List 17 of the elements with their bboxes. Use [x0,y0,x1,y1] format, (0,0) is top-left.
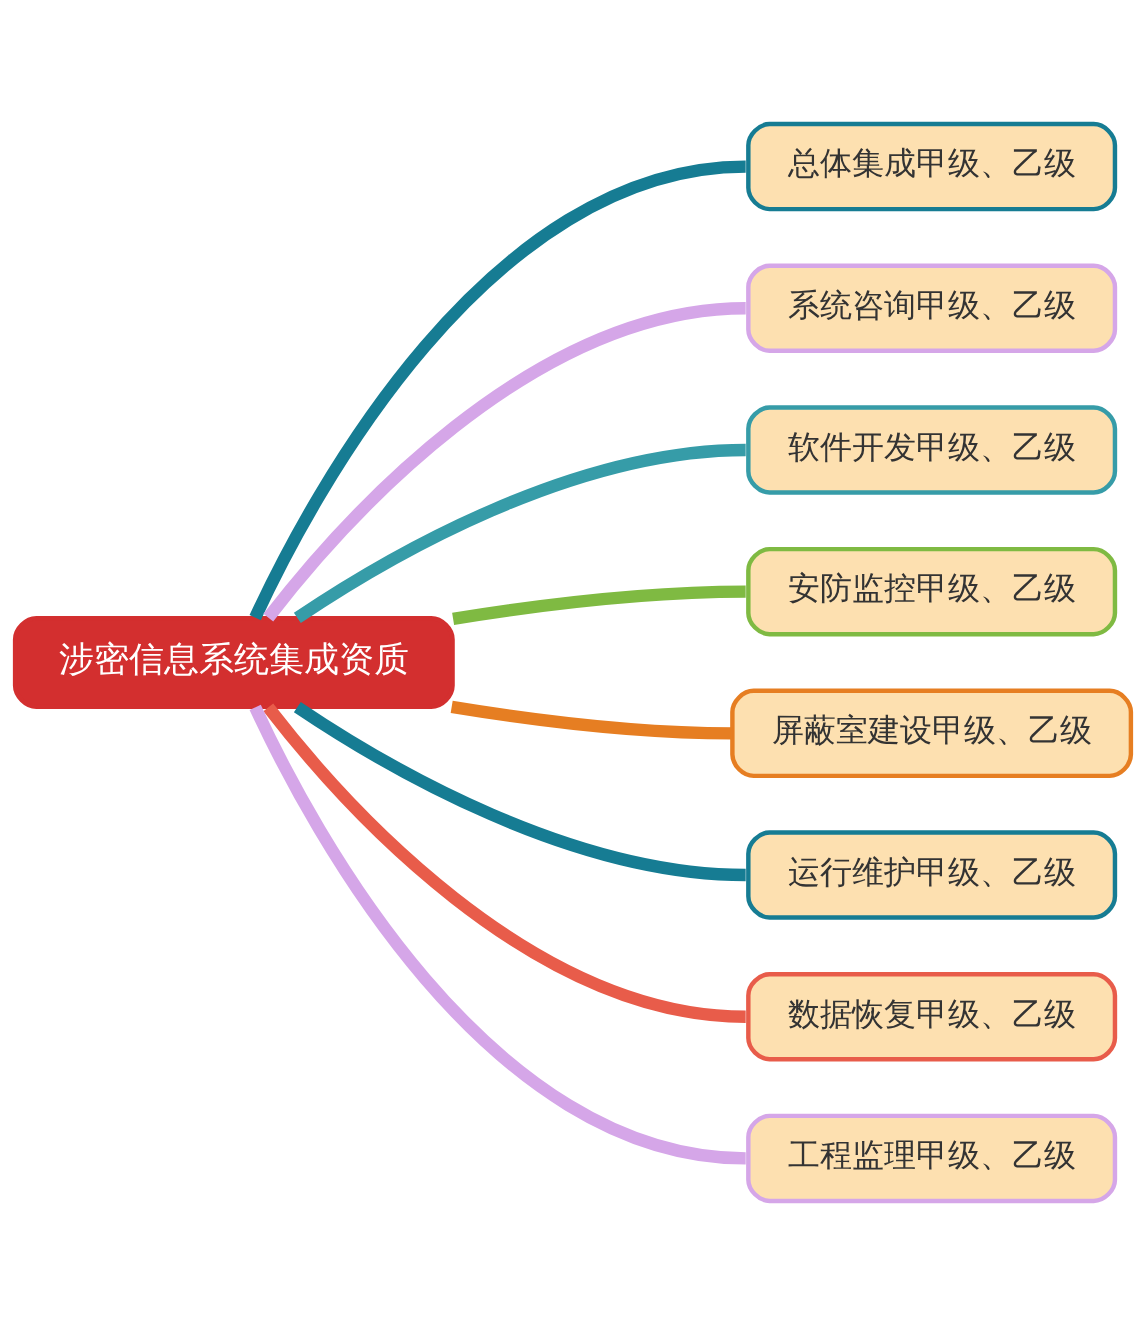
node-box: 系统咨询甲级、乙级 [746,263,1118,353]
node-box: 屏蔽室建设甲级、乙级 [730,688,1134,778]
connector [249,159,747,620]
connector [452,584,746,625]
node-box: 涉密信息系统集成资质 [12,615,455,709]
connector [263,301,747,621]
connector [293,701,746,881]
node-box: 软件开发甲级、乙级 [746,404,1118,495]
connector [450,700,733,740]
node-box: 安防监控甲级、乙级 [746,546,1118,636]
node-box: 工程监理甲级、乙级 [746,1113,1118,1203]
connector [263,703,747,1023]
node-box: 运行维护甲级、乙级 [746,829,1118,920]
node-box: 数据恢复甲级、乙级 [746,971,1118,1061]
connector [249,704,747,1165]
node-box: 总体集成甲级、乙级 [746,121,1118,211]
connector [293,443,746,623]
